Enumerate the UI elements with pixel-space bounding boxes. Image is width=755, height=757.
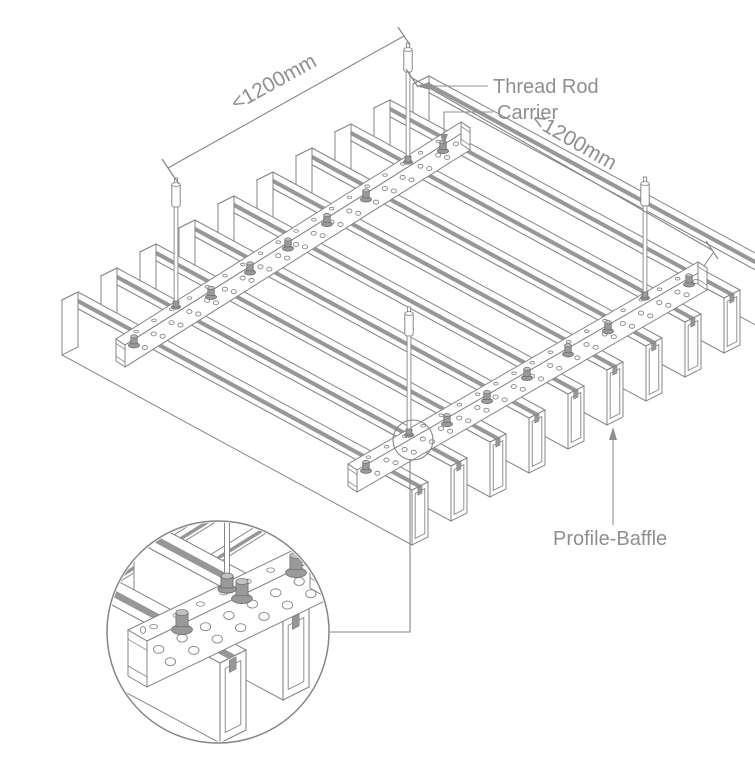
carrier-rail bbox=[347, 261, 708, 493]
fixing-screw bbox=[360, 459, 372, 474]
dimension-line-left bbox=[167, 35, 405, 169]
carriers-group bbox=[115, 121, 708, 493]
profile-baffle-arrow bbox=[609, 427, 617, 440]
dimension-label-left: <1200mm bbox=[227, 49, 320, 115]
thread-rod bbox=[403, 306, 414, 438]
fixing-screw bbox=[128, 334, 140, 349]
carrier-label: Carrier bbox=[497, 102, 558, 124]
fixing-screw bbox=[205, 285, 217, 300]
carrier-leader bbox=[443, 111, 493, 136]
carrier-rail bbox=[115, 121, 471, 368]
profile-baffle-label: Profile-Baffle bbox=[553, 528, 667, 550]
fixing-screw bbox=[683, 273, 695, 288]
fixing-screw bbox=[360, 188, 372, 203]
fixing-screw bbox=[562, 343, 574, 358]
detail-leader-line bbox=[330, 460, 411, 633]
fixing-screw bbox=[244, 261, 256, 276]
thread-rod-label: Thread Rod bbox=[493, 76, 599, 98]
detail-circle-outline bbox=[106, 520, 330, 744]
fixing-screw bbox=[231, 578, 253, 604]
fixing-screw bbox=[521, 366, 533, 381]
fixing-screw bbox=[602, 320, 614, 335]
carrier-arrow bbox=[440, 134, 448, 146]
fixing-screw bbox=[321, 212, 333, 227]
dimension-line-right bbox=[411, 77, 713, 251]
fixing-screw bbox=[481, 390, 493, 404]
fixing-screw bbox=[441, 413, 453, 428]
detail-source-circle bbox=[392, 419, 434, 461]
fixing-screw bbox=[282, 237, 294, 252]
dimension-tick bbox=[405, 68, 419, 88]
thread-rod-arrow bbox=[416, 82, 430, 90]
thread-rods-group bbox=[170, 42, 651, 438]
thread-rod bbox=[402, 42, 413, 165]
dimension-tick bbox=[705, 240, 719, 260]
dimension-extension bbox=[169, 170, 180, 185]
thread-rod bbox=[640, 176, 651, 301]
fixing-screw bbox=[171, 609, 193, 635]
dimension-extension bbox=[703, 252, 714, 267]
detail-thread-rod bbox=[217, 522, 237, 594]
dimension-tick bbox=[397, 26, 411, 46]
